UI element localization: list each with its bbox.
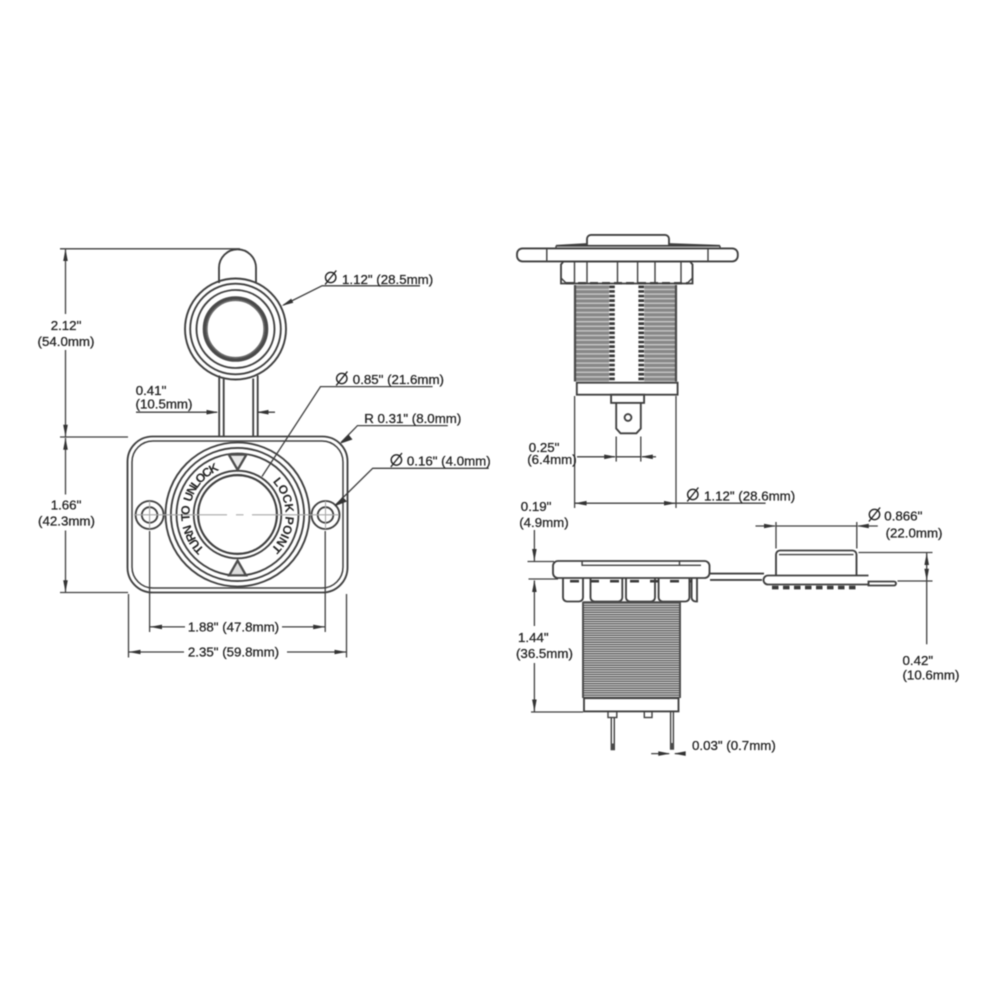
svg-text:0.41": 0.41" [136,383,167,398]
svg-text:(4.9mm): (4.9mm) [519,515,569,530]
svg-text:(10.6mm): (10.6mm) [903,668,960,683]
svg-text:(6.4mm): (6.4mm) [527,452,577,467]
svg-text:(54.0mm): (54.0mm) [38,334,95,349]
svg-text:0.19": 0.19" [521,499,552,514]
svg-text:2.12": 2.12" [51,318,82,333]
svg-text:0.25": 0.25" [529,440,560,455]
svg-text:0.85" (21.6mm): 0.85" (21.6mm) [353,372,444,387]
svg-text:(10.5mm): (10.5mm) [136,397,193,412]
svg-text:(36.5mm): (36.5mm) [516,646,573,661]
svg-text:1.12" (28.6mm): 1.12" (28.6mm) [704,489,795,504]
svg-text:0.866": 0.866" [884,509,922,524]
svg-text:1.44": 1.44" [518,630,549,645]
svg-text:0.42": 0.42" [903,653,934,668]
svg-text:(42.3mm): (42.3mm) [38,514,95,529]
svg-text:0.03" (0.7mm): 0.03" (0.7mm) [692,738,776,753]
svg-text:2.35" (59.8mm): 2.35" (59.8mm) [188,645,279,660]
svg-text:(22.0mm): (22.0mm) [886,526,943,541]
svg-text:1.12" (28.5mm): 1.12" (28.5mm) [342,272,433,287]
svg-text:1.66": 1.66" [51,498,82,513]
svg-text:0.16" (4.0mm): 0.16" (4.0mm) [407,454,491,469]
svg-text:R 0.31" (8.0mm): R 0.31" (8.0mm) [364,411,461,426]
svg-text:1.88" (47.8mm): 1.88" (47.8mm) [188,620,279,635]
